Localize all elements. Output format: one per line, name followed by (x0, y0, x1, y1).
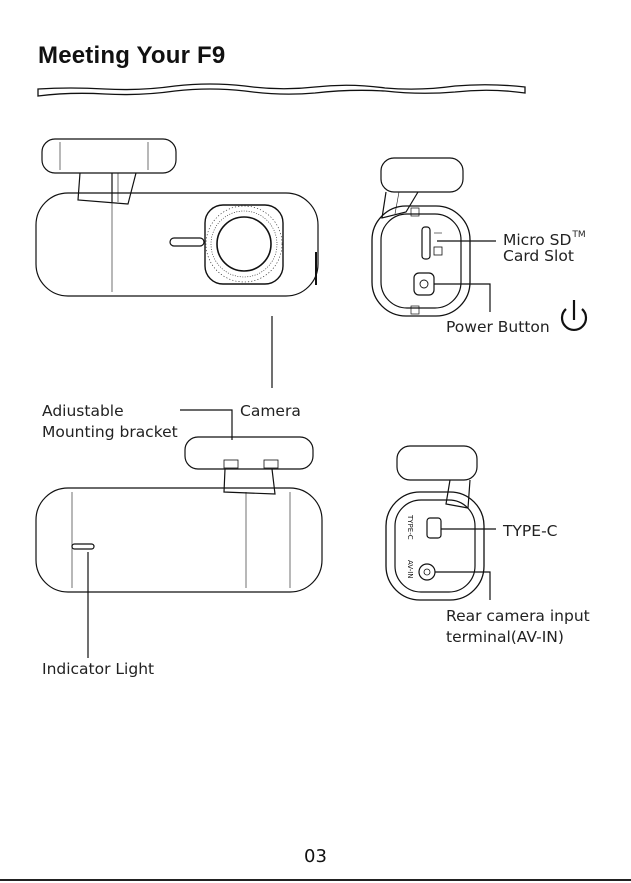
adjustable-label: Adiustable (42, 401, 124, 422)
mounting-bracket-label: Mounting bracket (42, 422, 178, 443)
av-in-terminal-label: terminal(AV-IN) (446, 627, 564, 648)
bottom-rule (0, 879, 631, 881)
type-c-label: TYPE-C (503, 521, 558, 542)
card-slot-label: Card Slot (503, 246, 574, 267)
power-button-label: Power Button (446, 317, 550, 338)
side-view-device (372, 158, 470, 316)
bracket-leader-line (180, 410, 232, 440)
rear-view-device (36, 437, 322, 592)
power-button-leader-line (434, 284, 490, 312)
rear-camera-label: Rear camera input (446, 606, 590, 627)
svg-text:TYPE-C: TYPE-C (406, 514, 414, 540)
power-symbol-icon (562, 300, 586, 330)
front-view-device (36, 139, 318, 296)
camera-label: Camera (240, 401, 301, 422)
indicator-light-label: Indicator Light (42, 659, 154, 680)
page-number: 03 (0, 846, 631, 867)
side-view-ports-device: TYPE-C AV-IN (386, 446, 484, 600)
av-in-leader-line (435, 572, 490, 600)
title-underline-wave (38, 84, 525, 96)
svg-text:AV-IN: AV-IN (406, 560, 414, 579)
